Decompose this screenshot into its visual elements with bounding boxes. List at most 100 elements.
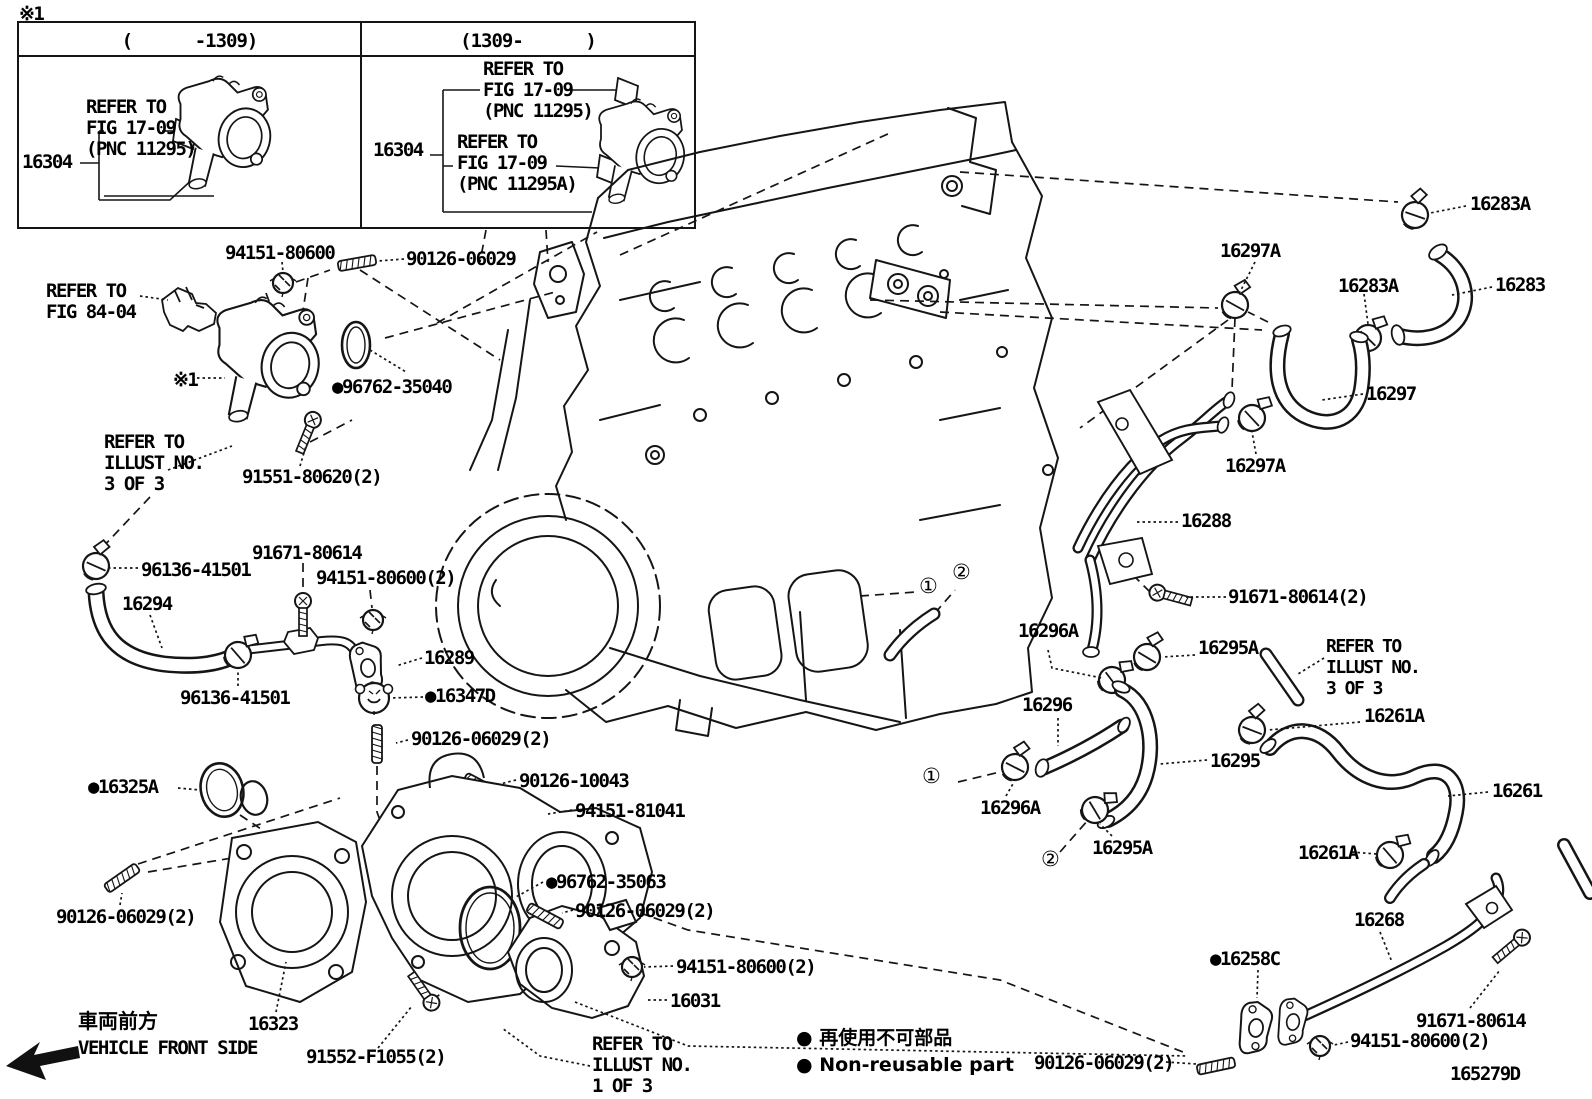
- refer-illust-3of3-left: REFER TO ILLUST NO. 3 OF 3: [104, 431, 205, 495]
- inset-right-ref-bottom: REFER TO FIG 17-09 (PNC 11295A): [457, 131, 578, 195]
- inset-left-ref: REFER TO FIG 17-09 (PNC 11295): [86, 96, 197, 160]
- part-label-16283a-a: 16283A: [1470, 193, 1531, 215]
- part-label-16296: 16296: [1022, 694, 1073, 716]
- inset-right-ref-top: REFER TO FIG 17-09 (PNC 11295): [483, 58, 594, 122]
- hose-16283: [1390, 243, 1474, 347]
- bolt-icon: [1146, 581, 1195, 611]
- stud-bolt-icon: [1195, 1056, 1237, 1076]
- part-label-96762-35063: ●96762-35063: [546, 871, 667, 893]
- hose-16296: [1034, 716, 1131, 778]
- refer-illust-3of3-right: REFER TO ILLUST NO. 3 OF 3: [1326, 636, 1421, 699]
- valve-16031: [506, 898, 646, 1020]
- engine-hose-stub: [883, 607, 941, 662]
- clamp-icon: [1393, 185, 1438, 234]
- stub-tubes-right: [1384, 838, 1592, 904]
- nut-icon: [358, 608, 388, 636]
- part-label-94151-80600-2c: 94151-80600(2): [1350, 1030, 1491, 1052]
- temp-sensor-icon: [161, 286, 217, 333]
- note-marker: ※1: [19, 3, 45, 25]
- part-label-16261: 16261: [1492, 780, 1543, 802]
- part-label-96136-41501-a: 96136-41501: [141, 559, 252, 581]
- grommet-icon: [354, 681, 394, 717]
- callout-1-clamp: ①: [922, 764, 941, 788]
- clamp-icon: [75, 537, 119, 584]
- ref-tube-right: [1259, 647, 1305, 707]
- callout-2-clamp: ②: [1041, 847, 1060, 871]
- part-label-96136-41501-b: 96136-41501: [180, 687, 291, 709]
- figure-code: 165279D: [1450, 1063, 1521, 1085]
- part-label-91552-f1055: 91552-F1055(2): [306, 1046, 447, 1068]
- part-label-16261a-b: 16261A: [1298, 842, 1359, 864]
- legend-en: ● Non-reusable part: [796, 1054, 1014, 1076]
- part-label-16283a-b: 16283A: [1338, 275, 1399, 297]
- inset-box: [17, 21, 696, 229]
- inset-left-header: ( -1309): [121, 30, 259, 52]
- part-label-16296a-b: 16296A: [980, 797, 1041, 819]
- part-label-16289: 16289: [424, 647, 475, 669]
- part-label-16325a: ●16325A: [88, 776, 159, 798]
- part-label-90126-06029: 90126-06029: [406, 248, 517, 270]
- part-label-16297: 16297: [1366, 383, 1417, 405]
- label-leaders: [110, 205, 1501, 1067]
- part-label-16031: 16031: [670, 990, 721, 1012]
- clamp-icon: [1235, 391, 1275, 435]
- part-label-91671-80614-a: 91671-80614: [252, 542, 363, 564]
- pipe-16289: [239, 627, 388, 698]
- clamp-icon: [1129, 630, 1169, 674]
- refer-fig-84-04: REFER TO FIG 84-04: [46, 280, 137, 323]
- part-label-16297a-b: 16297A: [1225, 455, 1286, 477]
- part-label-94151-81041: 94151-81041: [575, 800, 686, 822]
- part-label-16296a-a: 16296A: [1018, 620, 1079, 642]
- callout-2-engine: ②: [952, 560, 971, 584]
- part-label-91671-80614-b: 91671-80614: [1416, 1010, 1527, 1032]
- part-label-16323: 16323: [248, 1013, 299, 1035]
- crank-pulley: [435, 493, 661, 719]
- oring-96762-35063: [458, 885, 522, 971]
- part-label-16297a-a: 16297A: [1220, 240, 1281, 262]
- gasket-flange-icon: [1235, 998, 1275, 1058]
- clamp-icon: [1216, 277, 1257, 322]
- clamp-icon: [1373, 828, 1414, 873]
- part-label-16295a-b: 16295A: [1092, 837, 1153, 859]
- bolt-icon: [291, 408, 325, 457]
- inset-right-header: (1309- ): [460, 30, 597, 52]
- part-label-16288: 16288: [1181, 510, 1232, 532]
- hose-16294: [85, 582, 243, 674]
- part-label-16304-left: 16304: [22, 151, 73, 173]
- legend-jp: ● 再使用不可部品: [796, 1027, 953, 1049]
- part-label-90126-10043: 90126-10043: [519, 770, 630, 792]
- part-label-94151-80600-2b: 94151-80600(2): [676, 956, 817, 978]
- part-label-90126-06029-2d: 90126-06029(2): [1034, 1052, 1175, 1074]
- pipe-16288: [1072, 388, 1236, 658]
- pipe-flange-icon: [1274, 995, 1311, 1049]
- part-label-90126-06029-2a: 90126-06029(2): [411, 728, 552, 750]
- pipe-16268: [1235, 872, 1514, 1058]
- part-label-91551-80620: 91551-80620(2): [242, 466, 383, 488]
- part-label-16295: 16295: [1210, 750, 1261, 772]
- part-label-91671-80614-2: 91671-80614(2): [1228, 586, 1369, 608]
- part-label-16347d: ●16347D: [425, 685, 496, 707]
- hose-16261: [1259, 723, 1466, 867]
- part-label-96762-35040: ●96762-35040: [332, 376, 453, 398]
- callout-1-engine: ①: [919, 574, 938, 598]
- water-inlet-16323: [218, 820, 368, 1004]
- front-side-jp: 車両前方: [78, 1009, 158, 1033]
- part-label-16283: 16283: [1495, 274, 1546, 296]
- clamp-icon: [996, 739, 1037, 784]
- hose-16297: [1269, 324, 1371, 430]
- nut-icon: [1305, 1034, 1335, 1062]
- front-side-en: VEHICLE FRONT SIDE: [78, 1037, 258, 1059]
- part-label-90126-06029-2b: 90126-06029(2): [56, 906, 197, 928]
- part-label-16261a-a: 16261A: [1364, 705, 1425, 727]
- oring-icon: [340, 320, 372, 370]
- part-label-16268: 16268: [1354, 909, 1405, 931]
- note-marker-main: ※1: [173, 369, 199, 391]
- stud-bolt-icon: [371, 724, 383, 764]
- part-label-94151-80600-2a: 94151-80600(2): [316, 567, 457, 589]
- part-label-16294: 16294: [122, 593, 173, 615]
- part-label-90126-06029-2c: 90126-06029(2): [575, 900, 716, 922]
- engine-block: [435, 101, 1059, 737]
- part-label-16258c: ●16258C: [1210, 948, 1281, 970]
